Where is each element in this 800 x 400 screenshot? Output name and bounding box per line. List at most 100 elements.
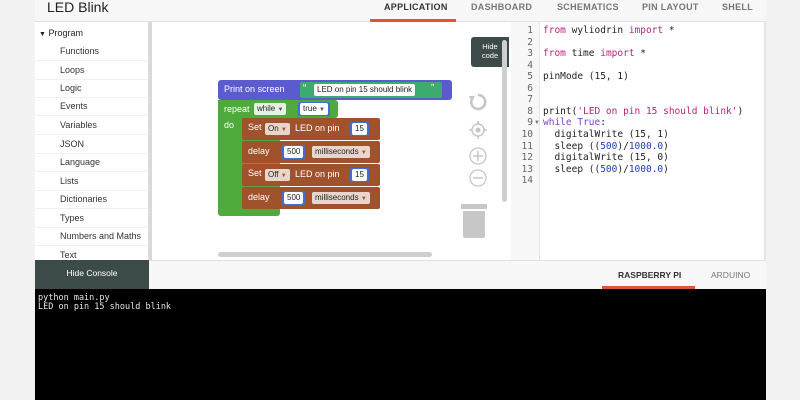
editor-scrollbar[interactable] [764,22,766,260]
toolbox-item-loops[interactable]: Loops [35,65,148,80]
code-line[interactable]: from time import * [543,48,646,59]
console-header [35,260,766,289]
led-state-dropdown[interactable]: Off ▼ [265,169,290,181]
toolbox-item-language[interactable]: Language [35,157,148,172]
dropdown-arrow-icon: ▼ [360,150,367,156]
pin-number-field[interactable]: 15 [352,169,367,181]
set-led-on-block[interactable]: Set On ▼ LED on pin 15 [242,118,380,140]
text-string-block[interactable]: “ LED on pin 15 should blink ” [300,82,442,98]
toolbox-item-lists[interactable]: Lists [35,176,147,191]
zoom-in-icon[interactable] [469,147,487,165]
condition-block[interactable]: true ▼ [298,102,330,116]
undo-icon[interactable] [468,92,488,112]
toolbox-item-json[interactable]: JSON [35,139,148,154]
line-number: 5 [527,71,533,82]
line-number: 12 [521,152,533,163]
pin-number-field[interactable]: 15 [352,123,367,135]
line-number: 3 [527,48,533,59]
code-line[interactable]: pinMode (15, 1) [543,71,629,82]
line-number: 13 [521,164,533,175]
zoom-out-icon[interactable] [469,169,487,187]
dropdown-arrow-icon: ▼ [319,107,325,113]
delay-block[interactable]: delay 500 milliseconds ▼ [242,141,380,163]
hide-code-label: code [481,51,499,60]
workspace-vertical-scrollbar[interactable] [502,40,507,202]
open-quote-icon: “ [303,83,307,94]
toolbox-scrollbar[interactable] [149,22,152,260]
led-on-pin-label: LED on pin [295,123,340,133]
hide-code-label: Hide [482,42,498,51]
dropdown-arrow-icon: ▼ [277,107,284,113]
delay-value-block[interactable]: 500 [282,191,306,205]
code-line[interactable]: while True: [543,117,606,128]
delay-unit-dropdown[interactable]: milliseconds ▼ [312,146,370,158]
repeat-mode-dropdown[interactable]: while ▼ [254,103,287,115]
trash-lid [461,204,487,209]
code-line[interactable]: from wyliodrin import * [543,25,675,36]
print-text-field[interactable]: LED on pin 15 should blink [314,84,416,96]
trash-icon[interactable] [461,204,487,238]
tab-raspberry-pi[interactable]: RASPBERRY PI [618,270,682,280]
toolbox-category-label: Program [48,28,83,38]
code-line[interactable]: sleep ((500)/1000.0) [543,141,669,152]
tab-schematics[interactable]: SCHEMATICS [557,2,619,12]
repeat-while-block[interactable]: repeat while ▼ true ▼ [218,100,338,118]
tab-application[interactable]: APPLICATION [384,2,448,12]
toolbox-item-events[interactable]: Events [35,101,148,116]
code-line[interactable]: sleep ((500)/1000.0) [543,164,669,175]
repeat-block-foot [218,208,270,216]
line-number: 7 [527,94,533,105]
delay-label: delay [248,146,270,156]
line-number: 6 [527,83,533,94]
delay-block[interactable]: delay 500 milliseconds ▼ [242,187,380,209]
tab-shell[interactable]: SHELL [722,2,754,12]
toolbox-item-dictionaries[interactable]: Dictionaries [35,194,148,209]
dropdown-arrow-icon: ▼ [280,127,287,133]
set-led-off-block[interactable]: Set Off ▼ LED on pin 15 [242,164,380,186]
delay-label: delay [248,192,270,202]
led-state-value: Off [268,170,279,179]
hide-console-button[interactable]: Hide Console [35,260,149,289]
led-state-dropdown[interactable]: On ▼ [265,123,290,135]
toolbox-item-logic[interactable]: Logic [35,83,148,98]
blocks-toolbox: ▼ Program Functions Loops Logic Events V… [35,22,149,260]
pin-number-block[interactable]: 15 [350,122,369,136]
fold-arrow-icon[interactable]: ▼ [534,120,540,126]
app-title: LED Blink [47,0,109,15]
delay-unit-value: milliseconds [315,193,359,202]
toolbox-item-functions[interactable]: Functions [35,46,148,61]
toolbox-category-program[interactable]: ▼ Program [39,28,83,38]
led-state-value: On [268,124,279,133]
delay-unit-dropdown[interactable]: milliseconds ▼ [312,192,370,204]
caret-down-icon: ▼ [39,31,46,38]
led-on-pin-label: LED on pin [295,169,340,179]
code-line[interactable]: print('LED on pin 15 should blink') [543,106,744,117]
recenter-icon[interactable] [469,121,487,139]
toolbox-item-variables[interactable]: Variables [35,120,148,135]
console-terminal[interactable] [35,289,766,400]
condition-dropdown[interactable]: true ▼ [300,103,328,115]
toolbox-item-types[interactable]: Types [35,213,148,228]
toolbox-item-text[interactable]: Text [60,250,77,260]
line-number: 10 [521,129,533,140]
delay-value-block[interactable]: 500 [282,145,306,159]
delay-value-field[interactable]: 500 [284,192,304,204]
do-label: do [224,120,235,130]
delay-unit-value: milliseconds [315,147,359,156]
line-number: 2 [527,37,533,48]
tab-arduino[interactable]: ARDUINO [711,270,751,280]
delay-value-field[interactable]: 500 [284,146,304,158]
code-line[interactable]: digitalWrite (15, 1) [543,129,669,140]
line-number-gutter [511,22,540,260]
tab-pin-layout[interactable]: PIN LAYOUT [642,2,699,12]
tab-dashboard[interactable]: DASHBOARD [471,2,533,12]
code-line[interactable]: digitalWrite (15, 0) [543,152,669,163]
line-number: 1 [527,25,533,36]
toolbox-item-numbers-and-maths[interactable]: Numbers and Maths [35,231,148,246]
console-output-line: LED on pin 15 should blink [38,302,172,312]
workspace-horizontal-scrollbar[interactable] [218,252,432,257]
repeat-label: repeat [224,104,250,114]
pin-number-block[interactable]: 15 [350,168,369,182]
line-number: 4 [527,60,533,71]
